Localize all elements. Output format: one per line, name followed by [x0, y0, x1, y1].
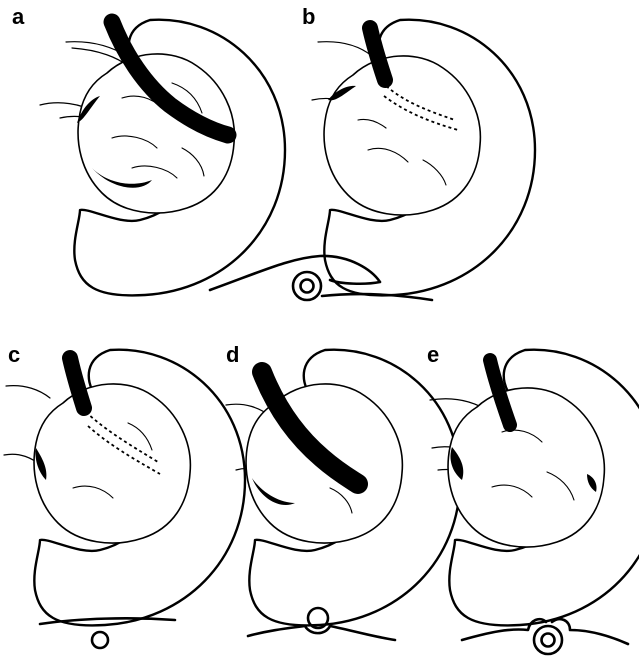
cross-section-ab-tube-inner: [301, 280, 314, 293]
panel-e: e: [427, 342, 639, 625]
cross-section-ab: [210, 256, 432, 300]
panel-d: d: [226, 342, 460, 625]
cross-section-e-tube-outer: [534, 626, 562, 654]
panel-label-a: a: [12, 4, 25, 29]
cross-section-c-tube: [92, 632, 108, 648]
panel-label-b: b: [302, 4, 315, 29]
cross-section-ab-membrane: [210, 256, 432, 300]
cross-section-c: [40, 618, 175, 648]
tissue-mass-e: [448, 388, 604, 547]
panel-label-e: e: [427, 342, 439, 367]
panel-label-c: c: [8, 342, 20, 367]
panel-label-d: d: [226, 342, 239, 367]
tissue-mass-b: [324, 56, 480, 215]
panel-c: c: [4, 342, 245, 625]
tissue-mass-c: [34, 384, 190, 543]
cross-section-ab-tube-outer: [293, 272, 321, 300]
panel-a: a: [12, 4, 285, 295]
cross-section-c-membrane: [40, 618, 175, 624]
cross-section-e-tube-inner: [542, 634, 555, 647]
panel-b: b: [302, 4, 535, 295]
